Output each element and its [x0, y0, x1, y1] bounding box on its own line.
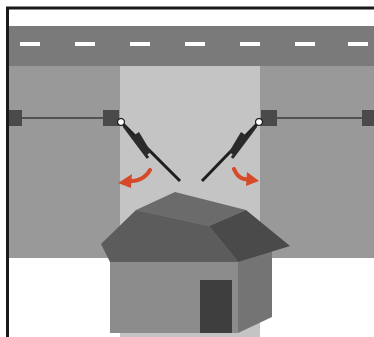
- gate-post-left: [103, 110, 119, 126]
- road-dash: [20, 42, 40, 46]
- road-dash: [130, 42, 150, 46]
- curved-arrow-left-icon: [118, 168, 152, 188]
- arrow-head: [246, 172, 259, 186]
- yard-right: [260, 66, 374, 258]
- gate-leaf-left: [116, 117, 182, 183]
- gate-leaf-right: [200, 117, 264, 183]
- hinge-point: [254, 117, 264, 127]
- house-roof-side: [209, 210, 290, 262]
- road: [8, 26, 374, 66]
- arrow-head: [118, 174, 132, 188]
- road-dash: [185, 42, 205, 46]
- road-dash: [295, 42, 315, 46]
- house-roof-top: [136, 192, 246, 226]
- curved-arrow-right-icon: [232, 167, 259, 186]
- house-roof-front: [101, 210, 238, 262]
- yard-left: [8, 66, 120, 258]
- fence-post: [8, 110, 22, 126]
- house-icon: [101, 192, 290, 333]
- house-wall-side: [238, 246, 272, 333]
- fence-left: [8, 110, 119, 126]
- road-dash: [348, 42, 368, 46]
- fence-post: [362, 110, 374, 126]
- hinge-point: [116, 117, 126, 127]
- road-dash: [75, 42, 95, 46]
- fence-right: [261, 110, 374, 126]
- gate-post-right: [261, 110, 277, 126]
- road-dash: [240, 42, 260, 46]
- motor-body: [133, 132, 151, 156]
- house-door: [200, 280, 232, 333]
- diagram-frame: [6, 6, 374, 337]
- motor-body: [229, 132, 247, 156]
- road-center-dashes: [20, 42, 368, 46]
